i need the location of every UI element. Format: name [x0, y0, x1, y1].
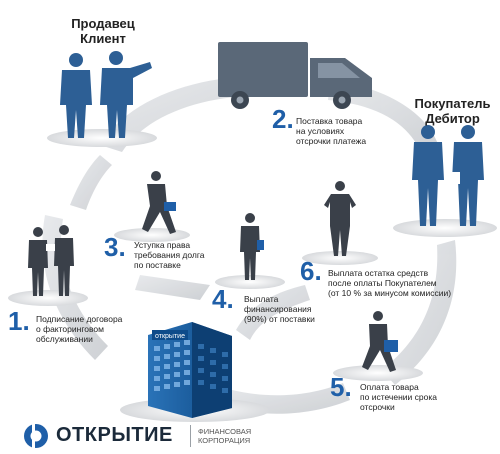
- brand-logo-icon: [24, 424, 48, 448]
- buyer-people-icon: [412, 125, 484, 226]
- step6-person-icon: [324, 181, 356, 256]
- step-1-line: Подписание договора: [36, 314, 123, 324]
- buyer-title-line1: Покупатель: [414, 96, 491, 111]
- brand-subtitle: ФИНАНСОВАЯ КОРПОРАЦИЯ: [198, 427, 251, 445]
- step-2-line: на условиях: [296, 126, 345, 136]
- step-3-number: 3.: [104, 232, 126, 262]
- step-3-text: Уступка права требования долга по постав…: [134, 240, 205, 270]
- step4-person-icon: [240, 213, 264, 280]
- step-2-line: отсрочки платежа: [296, 136, 367, 146]
- step-1-line: обслуживании: [36, 334, 93, 344]
- step-5-line: Оплата товара: [360, 382, 419, 392]
- step-5-line: по истечении срока: [360, 392, 437, 402]
- step-4-line: (90%) от поставки: [244, 314, 315, 324]
- brand-divider: [190, 425, 191, 447]
- step-4-number: 4.: [212, 284, 234, 314]
- step-2-text: Поставка товара на условиях отсрочки пла…: [296, 116, 366, 146]
- seller-people-icon: [60, 51, 152, 138]
- step-6-line: (от 10 % за минусом комиссии): [328, 288, 452, 298]
- step-1-line: о факторинговом: [36, 324, 104, 334]
- step-1-number: 1.: [8, 306, 30, 336]
- step-3-line: по поставке: [134, 260, 181, 270]
- buyer-title-line2: Дебитор: [425, 111, 480, 126]
- step-2-line: Поставка товара: [296, 116, 363, 126]
- seller-title-line2: Клиент: [80, 31, 126, 46]
- step-5-line: отсрочки: [360, 402, 395, 412]
- buyer-title: Покупатель Дебитор: [405, 96, 500, 126]
- brand-subtitle-line2: КОРПОРАЦИЯ: [198, 436, 251, 445]
- step5-person-icon: [362, 311, 398, 372]
- step-4-text: Выплата финансирования (90%) от поставки: [244, 294, 315, 324]
- step-2-number: 2.: [272, 104, 294, 134]
- step-5-text: Оплата товара по истечении срока отсрочк…: [360, 382, 437, 412]
- truck-icon: [218, 42, 372, 109]
- step-1-text: Подписание договора о факторинговом обсл…: [36, 314, 122, 344]
- step1-people-icon: [28, 225, 74, 296]
- building-icon: открытие: [148, 322, 232, 418]
- step-4-line: Выплата: [244, 294, 279, 304]
- step-6-line: Выплата остатка средств: [328, 268, 429, 278]
- step-6-text: Выплата остатка средств после оплаты Пок…: [328, 268, 451, 298]
- brand-name: ОТКРЫТИЕ: [56, 424, 173, 446]
- step-3-line: Уступка права: [134, 240, 191, 250]
- step-6-number: 6.: [300, 256, 322, 286]
- step-6-line: после оплаты Покупателем: [328, 278, 437, 288]
- building-sign: открытие: [155, 333, 185, 340]
- step3-person-icon: [142, 171, 176, 234]
- step-4-line: финансирования: [244, 304, 312, 314]
- seller-title: Продавец Клиент: [48, 16, 158, 46]
- step-5-number: 5.: [330, 372, 352, 402]
- brand-subtitle-line1: ФИНАНСОВАЯ: [198, 427, 252, 436]
- seller-title-line1: Продавец: [71, 16, 135, 31]
- step-3-line: требования долга: [134, 250, 205, 260]
